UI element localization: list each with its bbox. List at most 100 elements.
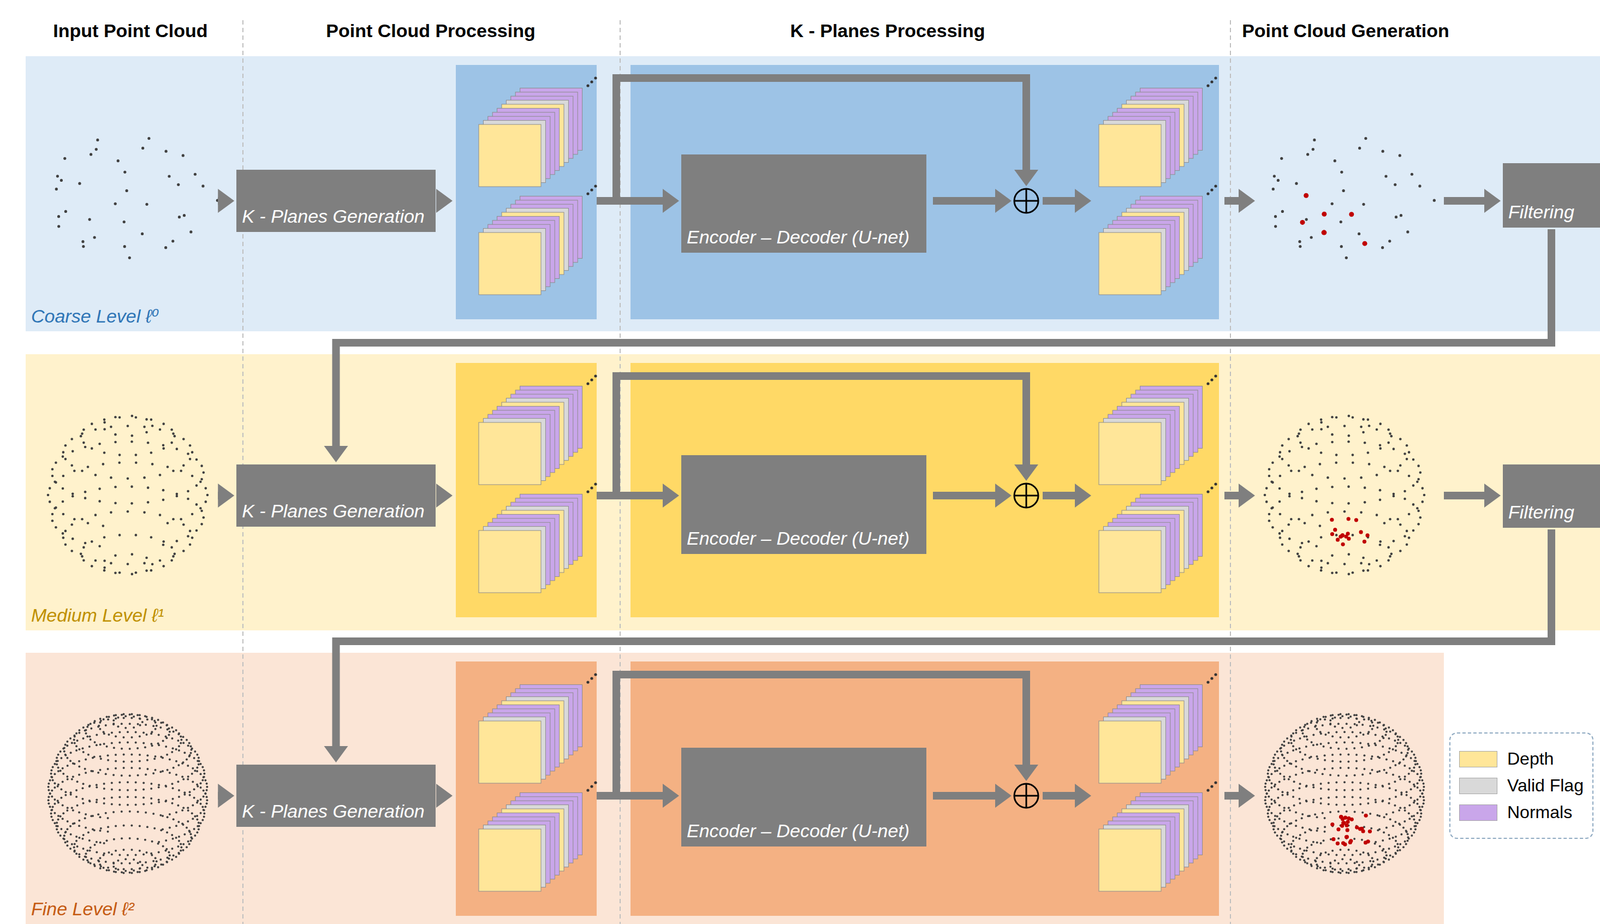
point (1279, 812, 1282, 815)
point (152, 724, 155, 728)
point (66, 740, 69, 743)
point (1298, 798, 1301, 801)
point (202, 776, 205, 779)
point (1267, 812, 1270, 815)
point (61, 500, 65, 504)
skip-arrow (616, 376, 1039, 496)
point (1343, 562, 1347, 566)
point (1315, 544, 1318, 548)
point (78, 760, 81, 763)
new-point (1338, 534, 1343, 539)
point (1323, 830, 1326, 834)
arrowhead (1014, 169, 1039, 187)
ellipsis-dot (590, 486, 593, 490)
input-point-cloud (46, 414, 210, 576)
point (1300, 855, 1304, 859)
point (1375, 513, 1379, 517)
flow-arrow (596, 483, 680, 508)
point (1276, 796, 1280, 800)
point (1293, 845, 1296, 848)
point (157, 786, 160, 789)
point (195, 766, 199, 769)
plane-layer (1098, 232, 1162, 295)
point (126, 781, 129, 784)
point (1282, 840, 1286, 843)
arrow-line (596, 491, 663, 500)
point (128, 747, 132, 751)
point (161, 770, 164, 773)
point (1399, 523, 1402, 527)
point (1323, 866, 1326, 870)
point (1362, 851, 1365, 854)
point (1416, 782, 1419, 785)
point (1390, 552, 1394, 556)
point (82, 428, 86, 432)
point (131, 414, 134, 418)
point (1399, 464, 1402, 467)
point (202, 789, 205, 793)
point (106, 817, 110, 820)
point (177, 764, 180, 767)
point (183, 751, 186, 754)
point (73, 843, 76, 846)
point (1369, 812, 1372, 816)
ellipsis-dot (1206, 84, 1210, 87)
point (112, 838, 116, 841)
point (1270, 507, 1274, 510)
point (1281, 444, 1284, 448)
point (1347, 552, 1351, 556)
point (193, 788, 196, 791)
point (61, 532, 65, 535)
point (134, 533, 138, 537)
point (1281, 830, 1284, 834)
point (193, 834, 196, 837)
point (139, 724, 142, 727)
level-label: Medium Level ℓ¹ (31, 604, 164, 627)
point (1268, 806, 1271, 809)
point (165, 736, 168, 740)
point (1407, 536, 1411, 540)
point (1396, 741, 1399, 745)
point (1274, 224, 1277, 228)
point (1351, 461, 1355, 465)
point (57, 224, 61, 228)
point (1402, 827, 1405, 830)
ellipsis-dot (1210, 188, 1213, 192)
point (1399, 806, 1402, 810)
ellipsis-dot (1206, 680, 1210, 684)
ellipsis-dot (586, 680, 590, 684)
point (176, 739, 180, 742)
arrowhead (436, 188, 453, 213)
point (1396, 849, 1399, 852)
point (175, 748, 178, 751)
point (1330, 571, 1334, 575)
point (88, 218, 92, 222)
point (64, 543, 68, 547)
point (1283, 806, 1286, 810)
point (89, 862, 92, 865)
point (1359, 803, 1362, 806)
point (175, 836, 178, 840)
point (1363, 501, 1367, 504)
point (1298, 747, 1301, 750)
point (71, 537, 75, 541)
point (1294, 760, 1298, 763)
point (125, 189, 129, 193)
point (157, 841, 160, 844)
point (1410, 834, 1413, 837)
point (1422, 786, 1425, 789)
point (1321, 724, 1324, 727)
point (1268, 778, 1271, 782)
point (1347, 848, 1350, 852)
point (1343, 730, 1346, 734)
point (1289, 846, 1293, 849)
point (1289, 469, 1293, 473)
point (1378, 540, 1382, 544)
point (1301, 758, 1304, 761)
point (1369, 860, 1372, 863)
plane-layer (1098, 422, 1162, 485)
point (179, 849, 182, 852)
point (1316, 816, 1319, 819)
point (1407, 772, 1411, 776)
point (90, 540, 94, 544)
